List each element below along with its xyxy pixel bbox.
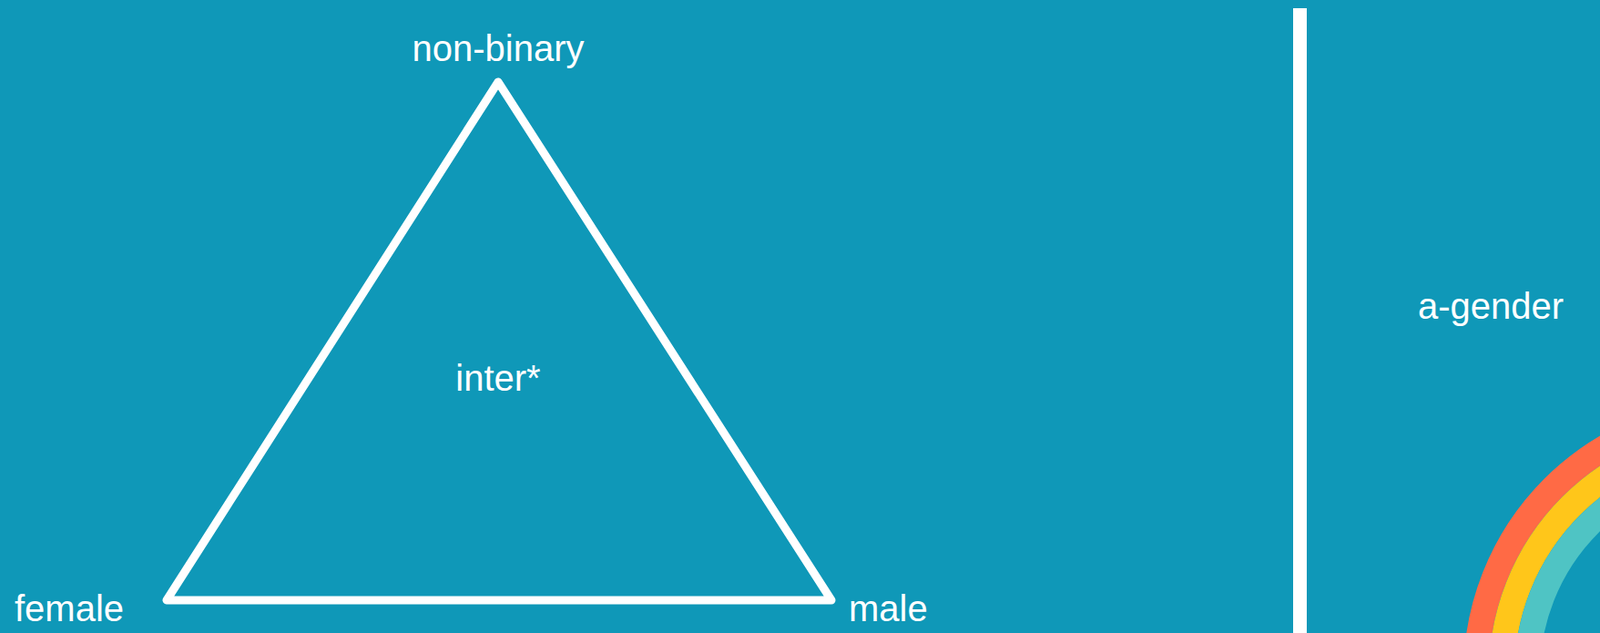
triangle-node: inter* (157, 72, 841, 611)
rainbow-yellow-band (1501, 436, 1600, 633)
triangle-outline (157, 72, 841, 611)
vertex-label: female (14, 587, 124, 630)
rainbow (1476, 410, 1600, 633)
rainbow-teal-band (1527, 461, 1600, 633)
vertex-label: a-gender (1417, 285, 1564, 327)
divider-line (1293, 8, 1307, 633)
rainbow-red-band (1476, 410, 1600, 633)
triangle-shape (166, 81, 832, 601)
vertex-label: non-binary (411, 27, 584, 70)
vertex-label: male (848, 587, 928, 630)
node-text: inter* (455, 356, 541, 399)
